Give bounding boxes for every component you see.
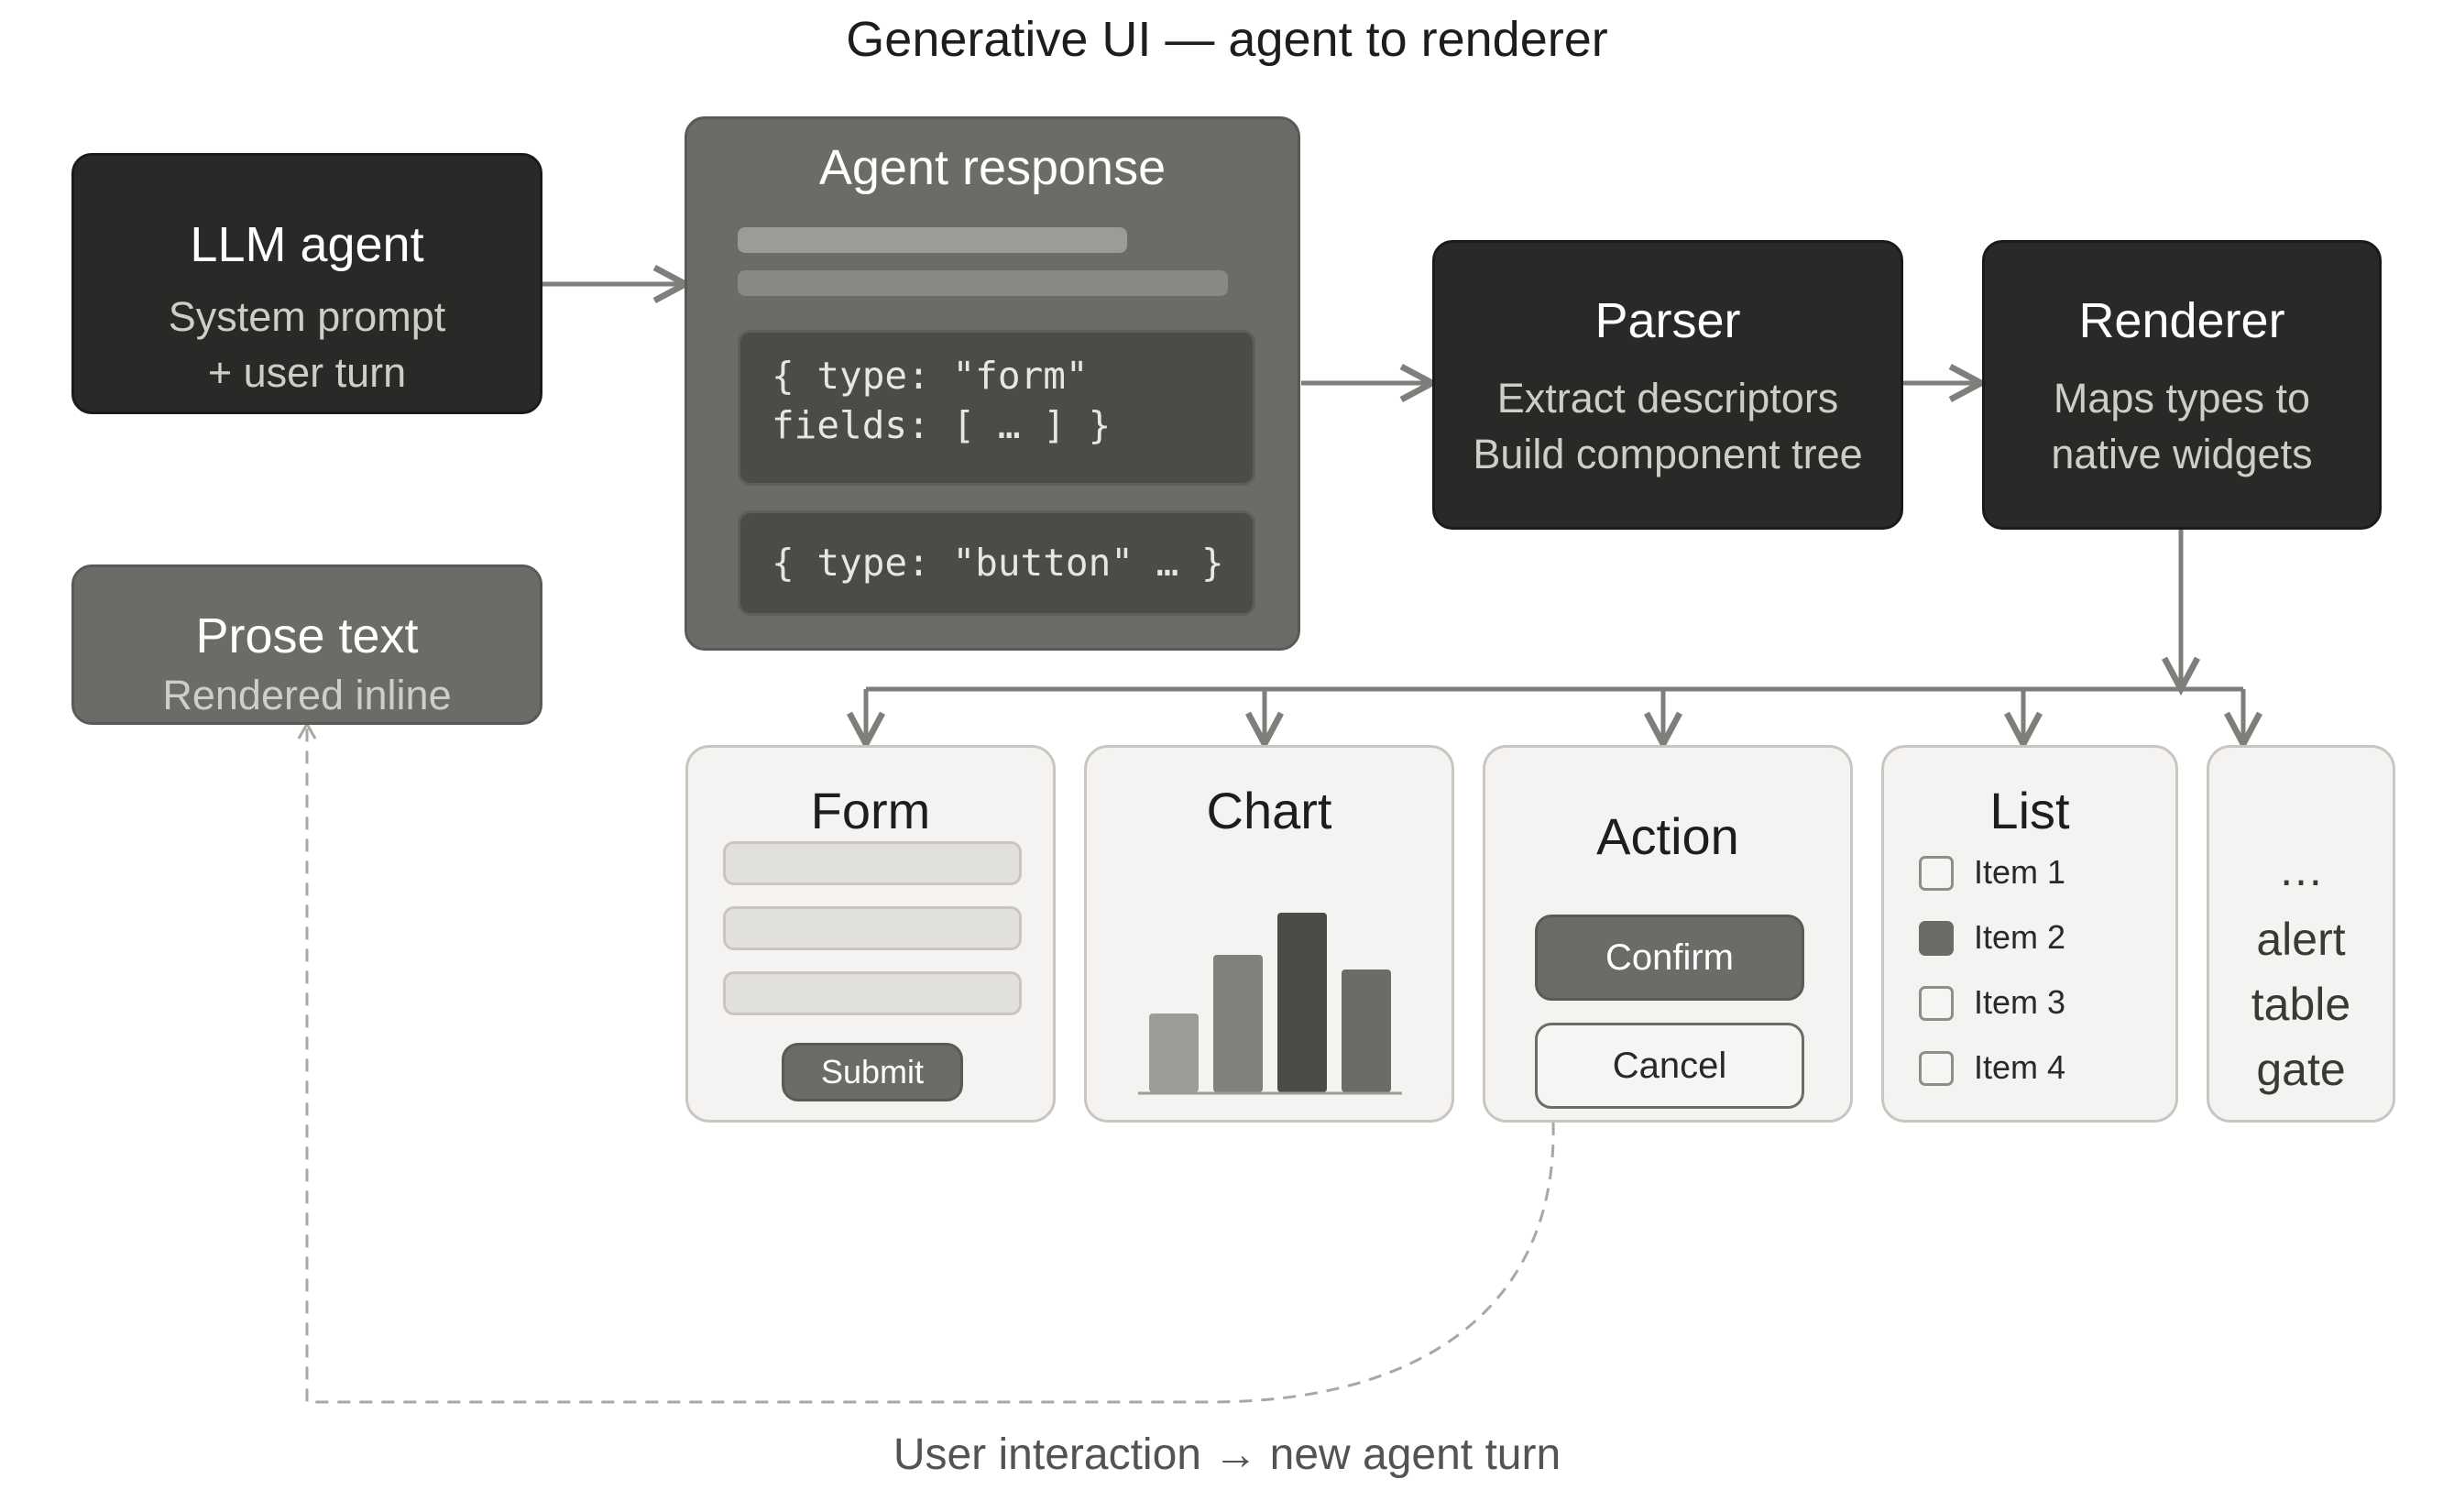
more-ellipsis: … (2278, 844, 2324, 895)
chart-bar (1342, 970, 1391, 1092)
prose-placeholder-bar (738, 227, 1127, 253)
diagram-title: Generative UI — agent to renderer (846, 12, 1608, 67)
submit-button-label: Submit (820, 1053, 925, 1090)
feedback-loop-path (305, 729, 1555, 1404)
chart-bar (1277, 913, 1327, 1092)
llm-agent-box: LLM agent System prompt + user turn (71, 153, 542, 414)
parser-line2: Build component tree (1473, 430, 1863, 477)
parser-box: Parser Extract descriptors Build compone… (1432, 240, 1903, 530)
agent-response-box: Agent response { type: "form" fields: [ … (685, 116, 1300, 651)
submit-button[interactable]: Submit (782, 1043, 963, 1101)
action-card-title: Action (1596, 807, 1739, 865)
confirm-button[interactable]: Confirm (1535, 915, 1804, 1001)
more-type-gate: gate (2256, 1044, 2346, 1095)
form-card: Form Submit (685, 745, 1056, 1123)
list-card: List Item 1 Item 2 Item 3 Item 4 (1881, 745, 2178, 1123)
llm-agent-title: LLM agent (190, 217, 424, 272)
list-card-title: List (1989, 782, 2070, 839)
checkbox[interactable] (1919, 1051, 1954, 1086)
prose-text-box: Prose text Rendered inline (71, 564, 542, 725)
prose-placeholder-bar (738, 270, 1228, 296)
prose-text-title: Prose text (195, 608, 419, 663)
chart-card-title: Chart (1206, 782, 1332, 839)
checkbox[interactable] (1919, 921, 1954, 956)
renderer-box: Renderer Maps types to native widgets (1982, 240, 2382, 530)
more-types-card: … alert table gate (2207, 745, 2395, 1123)
checkbox[interactable] (1919, 986, 1954, 1021)
renderer-line1: Maps types to (2053, 375, 2311, 422)
cancel-button[interactable]: Cancel (1535, 1023, 1804, 1109)
form-text-field[interactable] (723, 971, 1022, 1015)
confirm-button-label: Confirm (1605, 937, 1735, 978)
parser-title: Parser (1594, 293, 1741, 348)
renderer-title: Renderer (2078, 293, 2285, 348)
cancel-button-label: Cancel (1612, 1046, 1727, 1086)
action-card: Action Confirm Cancel (1483, 745, 1853, 1123)
chart-card: Chart (1084, 745, 1454, 1123)
form-card-title: Form (810, 782, 931, 839)
llm-agent-line2: + user turn (207, 348, 407, 396)
more-type-table: table (2251, 979, 2351, 1030)
more-type-alert: alert (2256, 914, 2346, 965)
list-item-label: Item 4 (1974, 1048, 2066, 1086)
llm-agent-line1: System prompt (168, 293, 446, 340)
form-text-field[interactable] (723, 906, 1022, 950)
feedback-caption: User interaction → new agent turn (893, 1430, 1561, 1479)
list-item-label: Item 1 (1974, 853, 2066, 891)
parser-line1: Extract descriptors (1496, 375, 1839, 422)
form-descriptor-code: { type: "form" fields: [ … ] } (738, 330, 1255, 486)
list-item-label: Item 2 (1974, 918, 2066, 956)
agent-response-title: Agent response (818, 140, 1167, 195)
prose-text-subtitle: Rendered inline (162, 672, 452, 718)
chart-bar (1213, 955, 1263, 1092)
button-descriptor-code: { type: "button" … } (738, 510, 1255, 616)
list-item-label: Item 3 (1974, 983, 2066, 1021)
checkbox[interactable] (1919, 856, 1954, 891)
form-text-field[interactable] (723, 841, 1022, 885)
chart-bar (1149, 1013, 1199, 1092)
renderer-line2: native widgets (2051, 430, 2313, 477)
mini-bar-chart (1138, 913, 1402, 1095)
